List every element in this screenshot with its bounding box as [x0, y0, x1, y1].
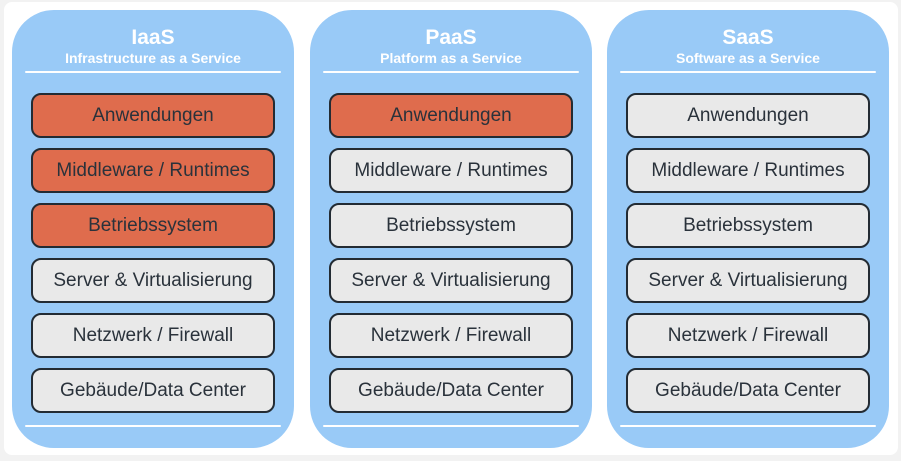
layer-label: Server & Virtualisierung: [53, 269, 253, 291]
title-divider: [323, 71, 579, 73]
service-column-paas: PaaS Platform as a Service Anwendungen M…: [310, 10, 592, 448]
layer-stack: Anwendungen Middleware / Runtimes Betrie…: [12, 93, 294, 413]
layer-box: Anwendungen: [329, 93, 573, 138]
layer-box: Gebäude/Data Center: [626, 368, 870, 413]
layer-label: Gebäude/Data Center: [358, 379, 544, 401]
layer-box: Netzwerk / Firewall: [31, 313, 275, 358]
layer-label: Gebäude/Data Center: [655, 379, 841, 401]
service-column-saas: SaaS Software as a Service Anwendungen M…: [607, 10, 889, 448]
layer-label: Netzwerk / Firewall: [72, 324, 234, 346]
title-divider: [25, 71, 281, 73]
layer-box: Middleware / Runtimes: [626, 148, 870, 193]
column-title: IaaS: [131, 26, 175, 49]
layer-box: Betriebssystem: [31, 203, 275, 248]
layer-box: Middleware / Runtimes: [31, 148, 275, 193]
layer-label: Anwendungen: [390, 104, 512, 126]
service-column-iaas: IaaS Infrastructure as a Service Anwendu…: [12, 10, 294, 448]
layer-label: Betriebssystem: [88, 214, 218, 236]
layer-label: Betriebssystem: [683, 214, 813, 236]
layer-box: Gebäude/Data Center: [31, 368, 275, 413]
layer-label: Server & Virtualisierung: [648, 269, 848, 291]
footer-divider: [620, 425, 876, 427]
column-title: SaaS: [722, 26, 774, 49]
layer-box: Netzwerk / Firewall: [329, 313, 573, 358]
layer-box: Gebäude/Data Center: [329, 368, 573, 413]
layer-box: Anwendungen: [626, 93, 870, 138]
column-subtitle: Platform as a Service: [380, 50, 522, 66]
layer-box: Betriebssystem: [626, 203, 870, 248]
layer-box: Middleware / Runtimes: [329, 148, 573, 193]
footer-divider: [323, 425, 579, 427]
layer-label: Middleware / Runtimes: [354, 159, 548, 181]
layer-label: Anwendungen: [687, 104, 809, 126]
layer-box: Server & Virtualisierung: [31, 258, 275, 303]
column-subtitle: Infrastructure as a Service: [65, 50, 241, 66]
layer-box: Anwendungen: [31, 93, 275, 138]
layer-box: Server & Virtualisierung: [329, 258, 573, 303]
layer-stack: Anwendungen Middleware / Runtimes Betrie…: [310, 93, 592, 413]
layer-label: Netzwerk / Firewall: [667, 324, 829, 346]
layer-box: Betriebssystem: [329, 203, 573, 248]
column-subtitle: Software as a Service: [676, 50, 820, 66]
layer-label: Server & Virtualisierung: [351, 269, 551, 291]
layer-stack: Anwendungen Middleware / Runtimes Betrie…: [607, 93, 889, 413]
layer-label: Netzwerk / Firewall: [370, 324, 532, 346]
column-title: PaaS: [425, 26, 477, 49]
layer-label: Gebäude/Data Center: [60, 379, 246, 401]
layer-label: Anwendungen: [92, 104, 214, 126]
layer-box: Netzwerk / Firewall: [626, 313, 870, 358]
title-divider: [620, 71, 876, 73]
layer-box: Server & Virtualisierung: [626, 258, 870, 303]
layer-label: Betriebssystem: [386, 214, 516, 236]
footer-divider: [25, 425, 281, 427]
layer-label: Middleware / Runtimes: [56, 159, 250, 181]
layer-label: Middleware / Runtimes: [651, 159, 845, 181]
